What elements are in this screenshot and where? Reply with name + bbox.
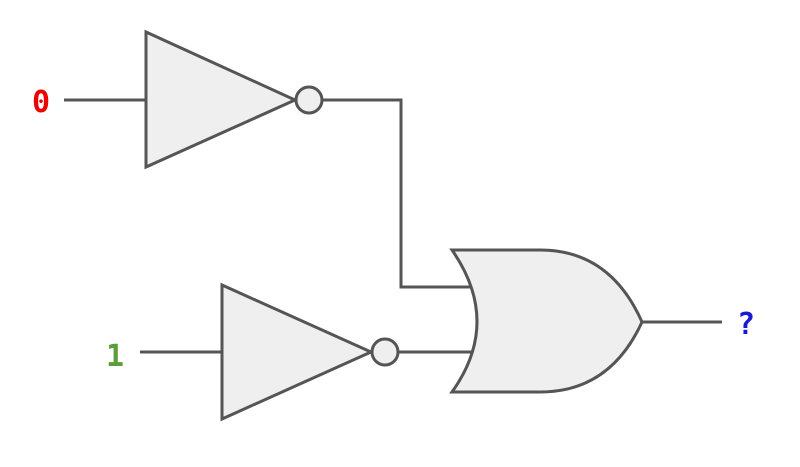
not-gate-top-bubble <box>294 85 324 115</box>
not-gate-bottom-body <box>220 282 375 422</box>
or-gate <box>449 248 644 394</box>
not-gate-top <box>144 29 324 170</box>
wire-not-top-to-or <box>323 98 478 289</box>
output-label: ? <box>737 307 755 342</box>
not-gate-bottom-bubble <box>370 337 400 367</box>
input-b-label: 1 <box>106 339 124 374</box>
not-gate-bottom <box>220 282 400 422</box>
input-a-label: 0 <box>32 85 50 120</box>
not-gate-top-body <box>144 29 299 170</box>
